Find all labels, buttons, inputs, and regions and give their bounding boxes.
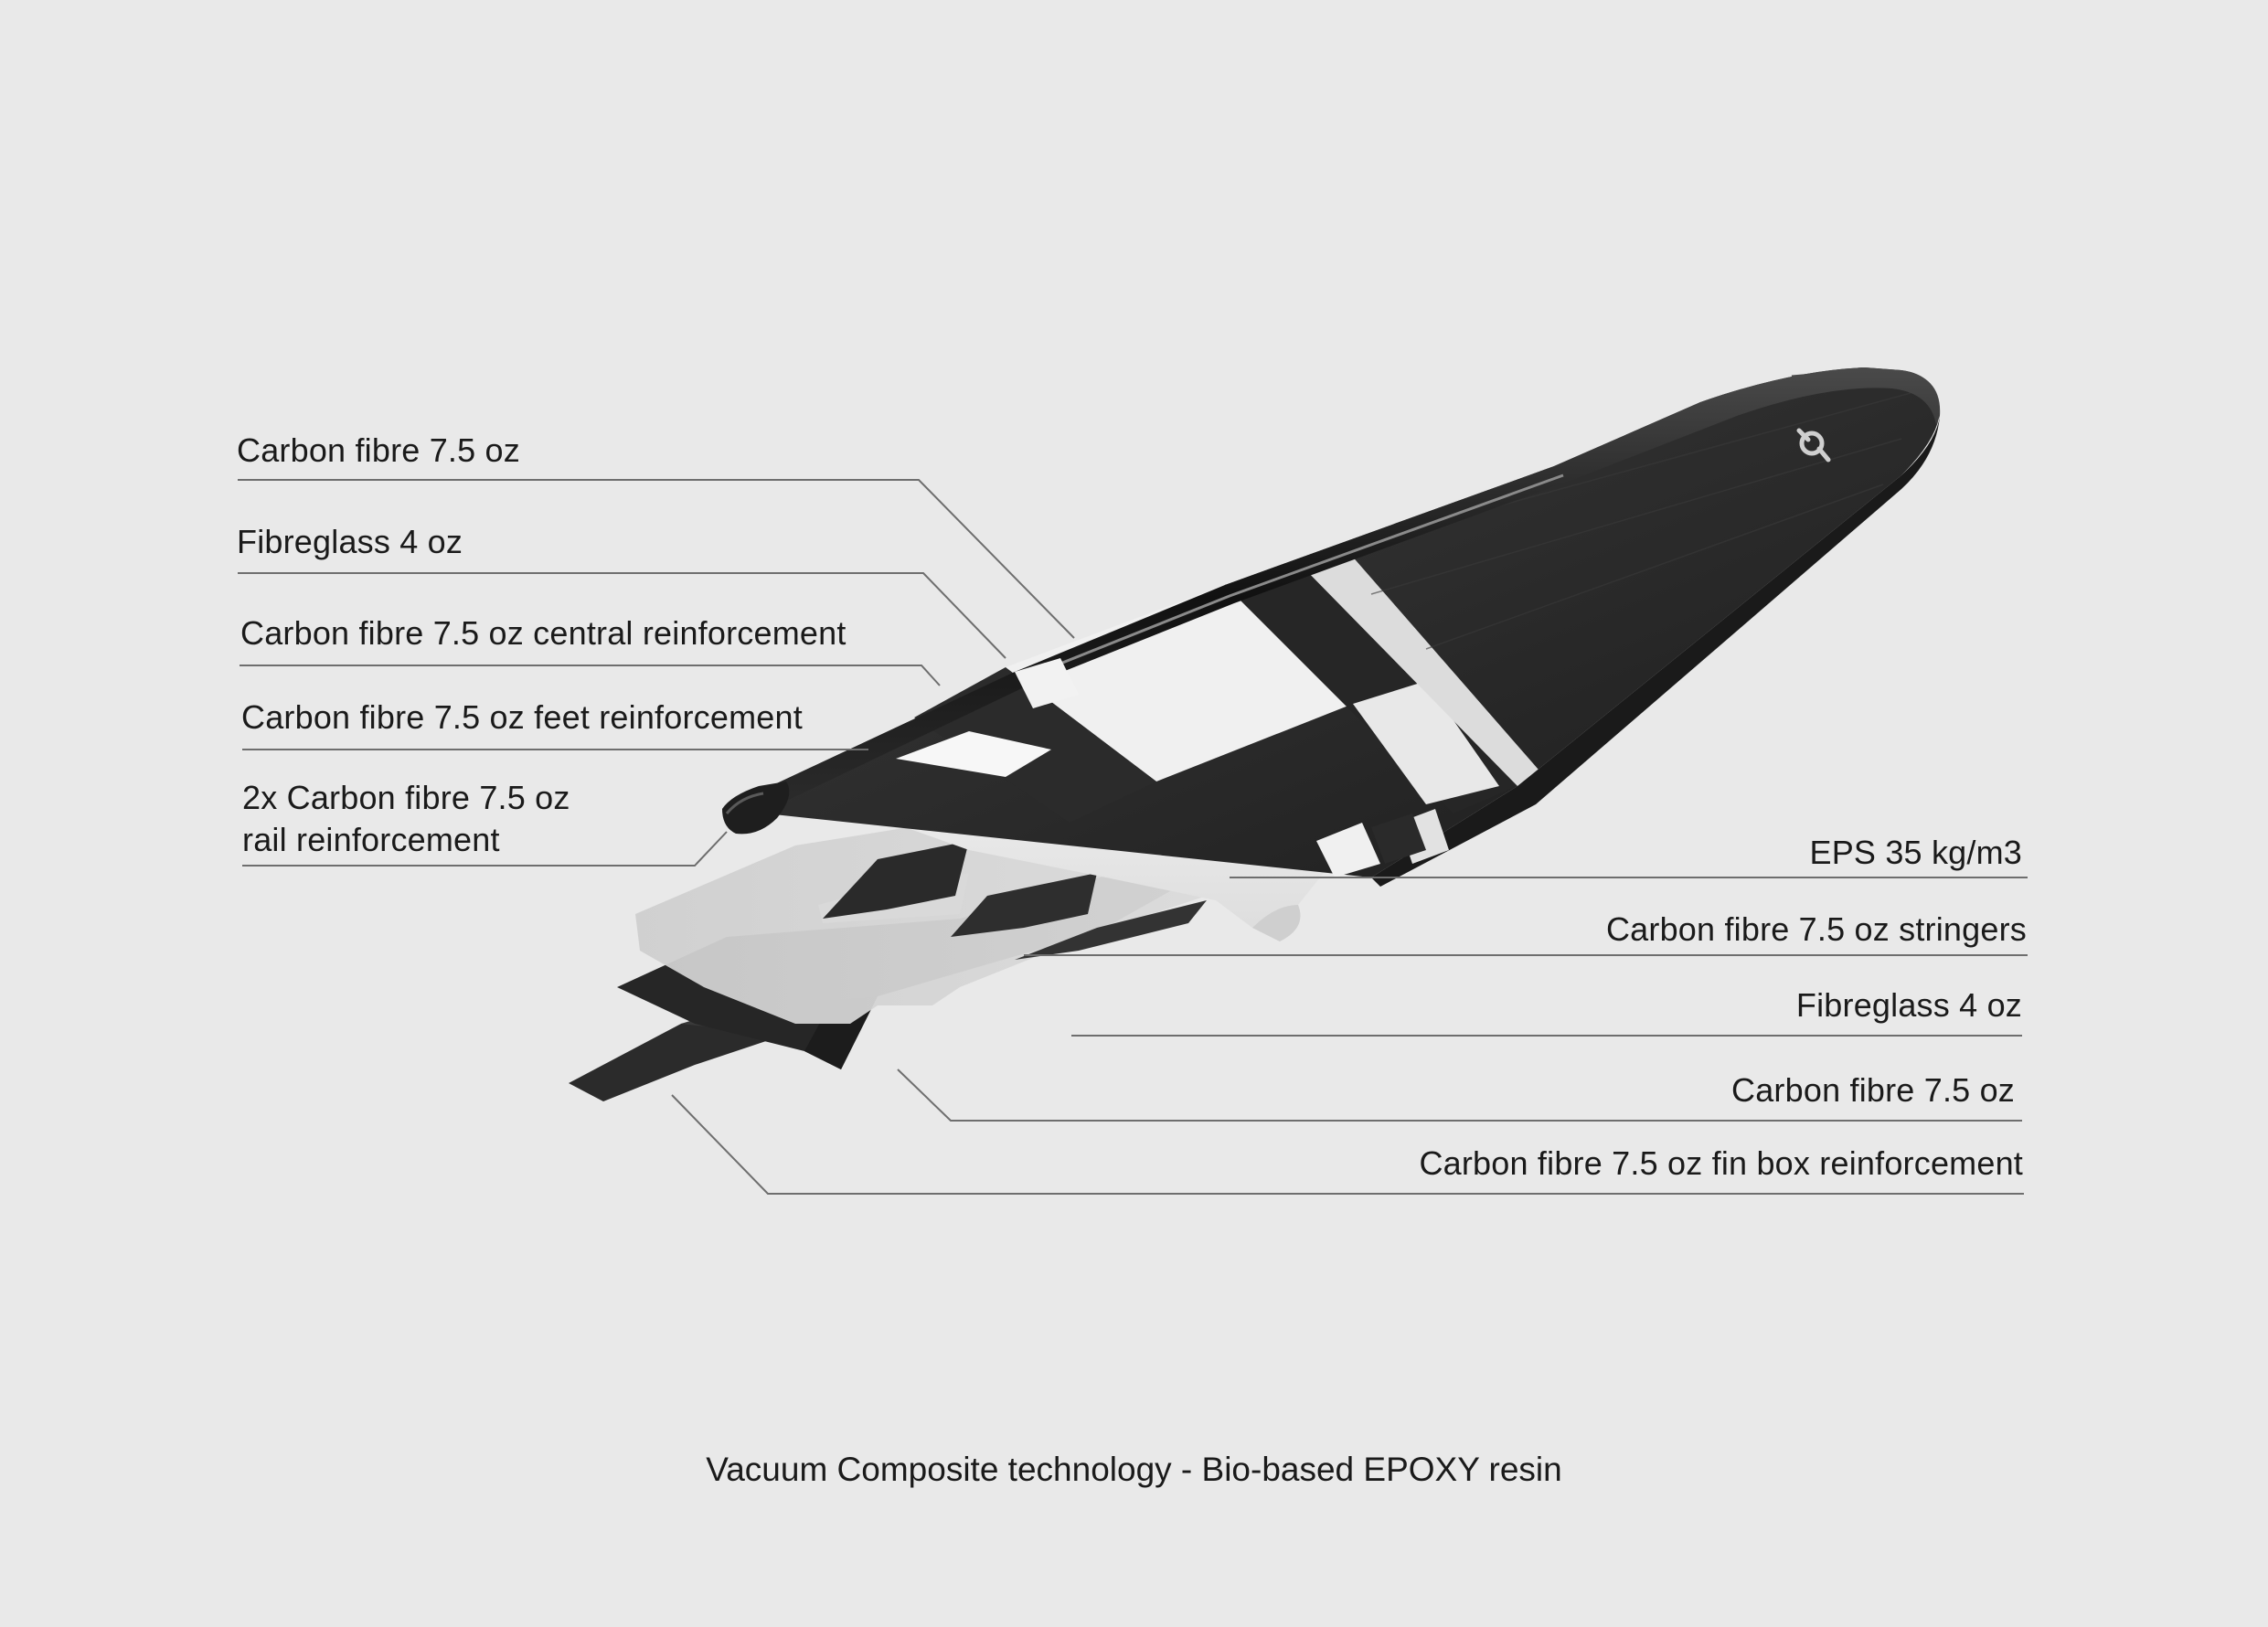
stringer-layer xyxy=(823,841,1207,960)
label-carbon-fibre-top: Carbon fibre 7.5 oz xyxy=(237,431,520,469)
label-central-reinforcement: Carbon fibre 7.5 oz central reinforcemen… xyxy=(240,614,847,652)
label-rail-reinforcement: 2x Carbon fibre 7.5 oz rail reinforcemen… xyxy=(242,777,570,861)
label-fin-box-reinforcement: Carbon fibre 7.5 oz fin box reinforcemen… xyxy=(1419,1144,2023,1182)
label-fibreglass-bottom: Fibreglass 4 oz xyxy=(1795,986,2022,1024)
diagram-caption: Vacuum Composite technology - Bio-based … xyxy=(706,1451,1562,1488)
leader-line-rail-reinforcement xyxy=(242,831,728,867)
board-brand-logo-icon xyxy=(1796,428,1831,463)
label-carbon-fibre-bottom: Carbon fibre 7.5 oz xyxy=(1731,1071,2015,1109)
label-carbon-stringers: Carbon fibre 7.5 oz stringers xyxy=(1605,910,2027,948)
leader-lines xyxy=(238,479,2028,1195)
label-rail-reinforcement-line1: 2x Carbon fibre 7.5 oz xyxy=(242,779,570,816)
leader-line-fin-box xyxy=(671,1094,2024,1195)
label-feet-reinforcement: Carbon fibre 7.5 oz feet reinforcement xyxy=(241,698,803,736)
label-rail-reinforcement-line2: rail reinforcement xyxy=(242,821,500,858)
label-eps: EPS 35 kg/m3 xyxy=(1809,834,2022,871)
leader-line-central-reinforcement xyxy=(240,665,941,686)
label-fibreglass-top: Fibreglass 4 oz xyxy=(237,523,463,560)
leader-line-fibreglass-top xyxy=(238,572,1006,659)
deck-layers xyxy=(722,367,1940,877)
rail-reinforcement-layer xyxy=(722,367,1941,887)
leader-line-carbon-top xyxy=(238,479,1075,639)
leader-line-carbon-bottom xyxy=(897,1069,2022,1122)
